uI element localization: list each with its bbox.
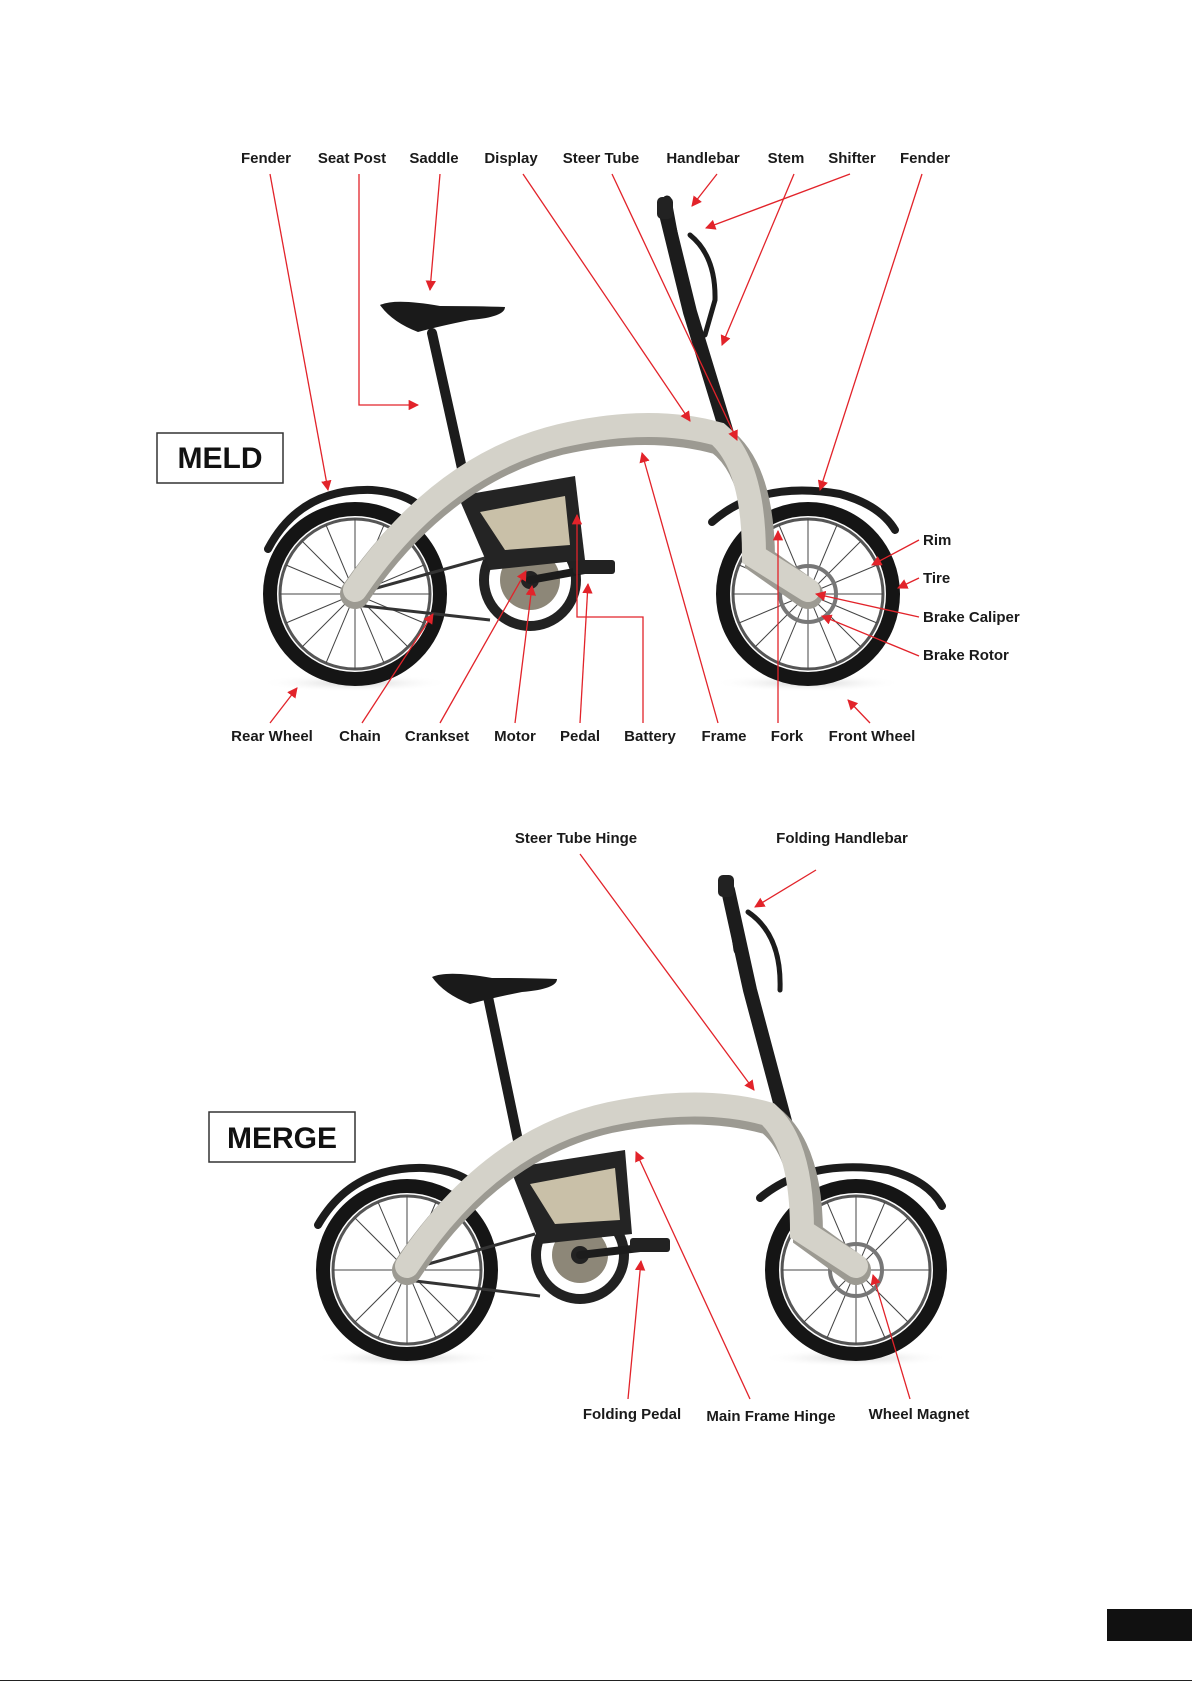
label-crankset: Crankset [405, 728, 469, 745]
arrow-folding-pedal [628, 1261, 641, 1399]
label-chain: Chain [339, 728, 381, 745]
label-fender-front: Fender [900, 150, 950, 167]
label-rim: Rim [923, 532, 951, 549]
meld-model-label: MELD [157, 433, 283, 483]
label-main-frame-hinge: Main Frame Hinge [706, 1408, 835, 1425]
label-brake-caliper: Brake Caliper [923, 609, 1020, 626]
arrow-frame [642, 453, 718, 723]
arrow-rear-wheel [270, 688, 297, 723]
label-folding-pedal: Folding Pedal [583, 1406, 681, 1423]
label-fork: Fork [771, 728, 804, 745]
page-number-tab [1107, 1609, 1192, 1641]
arrow-fender-front [820, 174, 922, 490]
arrow-battery [577, 515, 643, 723]
label-tire: Tire [923, 570, 950, 587]
label-rear-wheel: Rear Wheel [231, 728, 313, 745]
arrow-saddle [430, 174, 440, 290]
label-steer-tube: Steer Tube [563, 150, 639, 167]
label-handlebar: Handlebar [666, 150, 740, 167]
label-motor: Motor [494, 728, 536, 745]
arrow-chain [362, 614, 433, 723]
label-front-wheel: Front Wheel [829, 728, 916, 745]
label-battery: Battery [624, 728, 676, 745]
arrow-seat-post [359, 174, 418, 405]
label-pedal: Pedal [560, 728, 600, 745]
merge-model-name: MERGE [227, 1122, 337, 1155]
arrow-shifter [706, 174, 850, 228]
label-stem: Stem [768, 150, 805, 167]
arrow-handlebar [692, 174, 717, 206]
label-shifter: Shifter [828, 150, 876, 167]
label-display: Display [484, 150, 538, 167]
label-brake-rotor: Brake Rotor [923, 647, 1009, 664]
merge-model-label: MERGE [209, 1112, 355, 1162]
label-wheel-magnet: Wheel Magnet [869, 1406, 970, 1423]
footer-divider [0, 1680, 1192, 1681]
label-seat-post: Seat Post [318, 150, 386, 167]
arrow-pedal [580, 584, 588, 723]
meld-model-name: MELD [178, 442, 263, 475]
arrow-folding-handlebar [755, 870, 816, 907]
merge-bike-illustration [312, 875, 951, 1367]
label-steer-tube-hinge: Steer Tube Hinge [515, 830, 637, 847]
label-fender-rear: Fender [241, 150, 291, 167]
arrow-tire [898, 578, 919, 588]
label-saddle: Saddle [409, 150, 458, 167]
label-frame: Frame [701, 728, 746, 745]
label-folding-handlebar: Folding Handlebar [776, 830, 908, 847]
arrow-steer-tube [612, 174, 737, 440]
arrow-main-frame-hinge [636, 1152, 750, 1399]
arrow-front-wheel [848, 700, 870, 723]
meld-bike-illustration [260, 197, 903, 692]
